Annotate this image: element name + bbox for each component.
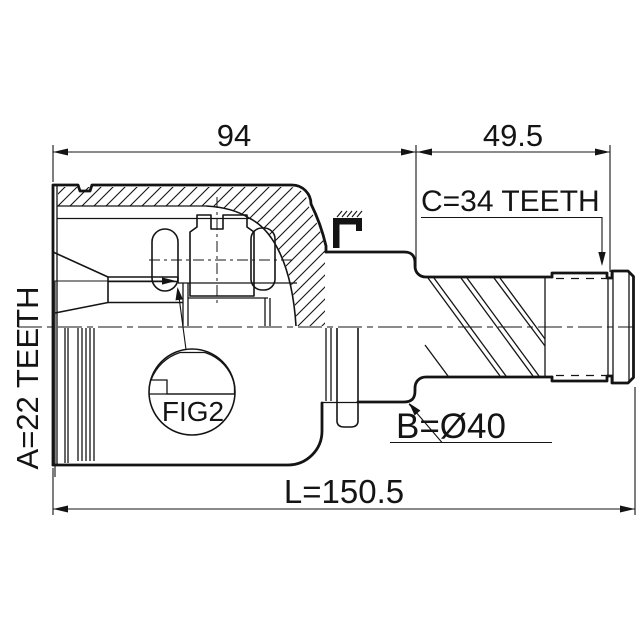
roller-right [250, 227, 276, 291]
housing-outline [51, 183, 328, 467]
detail-leader-arrow [175, 287, 183, 301]
dim-l-text: L=150.5 [284, 473, 404, 510]
dim-94-text: 94 [217, 118, 251, 153]
b-diameter-text: B=Ø40 [396, 407, 506, 446]
a-spline-text: A=22 TEETH [10, 287, 45, 470]
fig2-detail: FIG2 [148, 287, 236, 436]
bell-inner-contour [205, 205, 297, 327]
fig2-label: FIG2 [162, 396, 224, 427]
label-a-spline: A=22 TEETH [10, 277, 176, 477]
detail-leader-line [178, 296, 187, 350]
boot-clamp-band-bottom [322, 328, 359, 428]
label-b-diameter: B=Ø40 [390, 403, 552, 446]
hub-sleeve [178, 282, 297, 326]
helical-spline-lines [424, 277, 546, 377]
c-spline-text: C=34 TEETH [421, 185, 600, 218]
housing-section-hatch [58, 187, 325, 326]
dimension-overall-length: L=150.5 [52, 387, 636, 515]
label-c-spline: C=34 TEETH [421, 185, 606, 266]
dimension-top: 94 49.5 [52, 118, 611, 273]
detail-ring-section [150, 351, 236, 395]
tripod-bearing-assembly [149, 197, 292, 303]
boot-groove-lines [64, 328, 95, 463]
dim-49-5-text: 49.5 [483, 118, 543, 153]
trunnion-block [189, 214, 255, 297]
output-shaft [324, 250, 635, 404]
boot-clamp [333, 210, 363, 248]
